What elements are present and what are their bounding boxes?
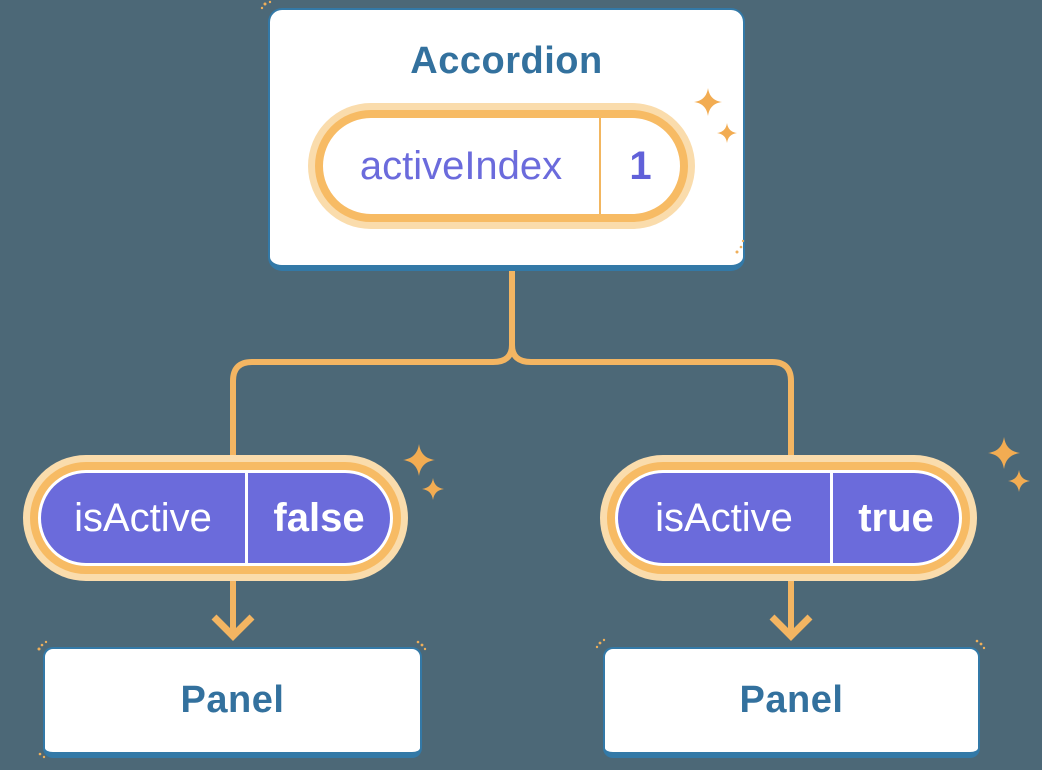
state-value: 1 [629,143,652,188]
panel-title: Panel [739,679,844,721]
panel-card-right: Panel [603,647,980,758]
state-pill-activeindex: activeIndex 1 [315,110,688,222]
prop-pill-isactive-left: isActive false [30,462,401,574]
prop-name: isActive [655,495,793,540]
pill-divider [599,118,601,214]
panel-card-left: Panel [43,647,422,758]
prop-value: true [858,495,934,540]
state-name: activeIndex [359,143,563,188]
prop-value: false [273,495,365,540]
pill-divider [830,473,833,563]
panel-title: Panel [180,679,285,721]
prop-name: isActive [74,495,212,540]
prop-pill-isactive-right: isActive true [607,462,970,574]
accordion-card-title: Accordion [410,40,603,82]
